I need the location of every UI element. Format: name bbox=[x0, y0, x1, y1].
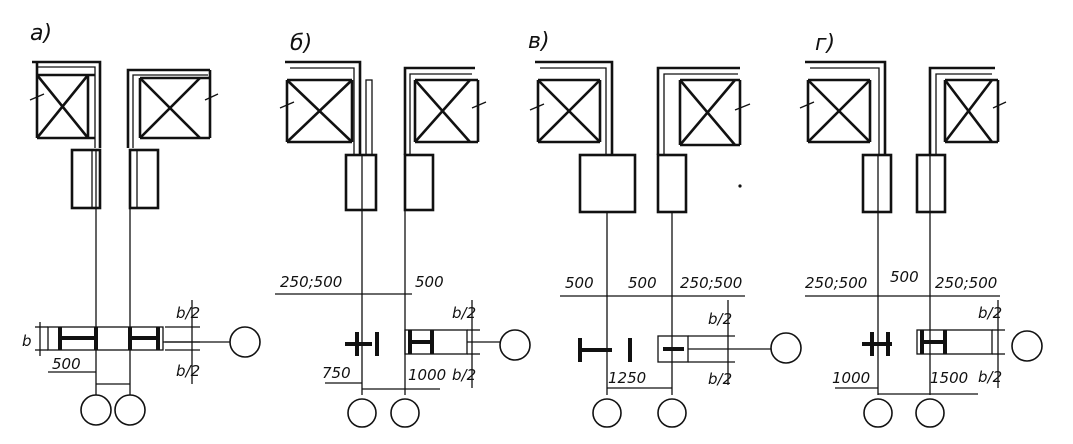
dim-bot-right-b: 1000 bbox=[408, 366, 446, 384]
axis-marker-mid-v bbox=[657, 398, 687, 428]
column-left-g bbox=[861, 153, 893, 214]
dim-b2-top-b: b/2 bbox=[452, 304, 476, 322]
axis-marker-right-g bbox=[1011, 330, 1043, 362]
axis-marker-left-v bbox=[592, 398, 622, 428]
column-left-v bbox=[578, 153, 637, 214]
dim-gap-left-g: 250;500 bbox=[805, 274, 867, 292]
column-left-b bbox=[344, 153, 378, 212]
plan-v bbox=[578, 335, 772, 363]
panel-a: а) bbox=[22, 21, 261, 426]
axis-marker-mid-a bbox=[114, 394, 146, 426]
panel-g: г) bbox=[799, 31, 1043, 428]
axis-marker-left-a bbox=[80, 394, 112, 426]
panel-label-v: в) bbox=[528, 29, 550, 54]
axis-marker-right-v bbox=[770, 332, 802, 364]
axis-marker-left-g bbox=[863, 398, 893, 428]
dim-gap-right-g: 250;500 bbox=[935, 274, 997, 292]
plan-g bbox=[862, 329, 993, 356]
axis-marker-left-b bbox=[347, 398, 377, 428]
truss-left-a bbox=[29, 60, 102, 148]
column-right-g bbox=[915, 153, 947, 214]
dim-b2-top-v: b/2 bbox=[708, 310, 732, 328]
dim-gap-left-v: 500 bbox=[565, 274, 594, 292]
truss-left-v bbox=[529, 60, 614, 155]
truss-left-g bbox=[799, 60, 887, 155]
stray-dot bbox=[738, 184, 742, 188]
dim-b-a: b bbox=[22, 332, 32, 350]
panel-label-b: б) bbox=[290, 31, 312, 56]
truss-left-b bbox=[279, 60, 373, 156]
dim-bot-left-v: 1250 bbox=[608, 369, 646, 387]
truss-right-g bbox=[928, 66, 1007, 155]
panel-v: в) bbox=[528, 29, 802, 428]
dim-gap-mid-b: 500 bbox=[415, 273, 444, 291]
dim-gap-mid-g: 500 bbox=[890, 268, 919, 286]
dim-b2-top-g: b/2 bbox=[978, 304, 1002, 322]
axis-marker-right-a bbox=[229, 326, 261, 358]
column-right-b bbox=[403, 153, 435, 212]
dim-gap-mid-v: 500 bbox=[628, 274, 657, 292]
column-left-a bbox=[70, 148, 102, 210]
dim-b2-bot-g: b/2 bbox=[978, 368, 1002, 386]
dim-b2-bot-v: b/2 bbox=[708, 370, 732, 388]
dim-gap-right-v: 250;500 bbox=[680, 274, 742, 292]
column-right-v bbox=[656, 153, 688, 214]
dim-b2-top-a: b/2 bbox=[176, 304, 200, 322]
dim-bot-right-g: 1500 bbox=[930, 369, 968, 387]
panel-label-a: а) bbox=[30, 21, 52, 46]
axis-marker-mid-b bbox=[390, 398, 420, 428]
truss-right-a bbox=[126, 68, 219, 148]
plan-a bbox=[47, 326, 232, 351]
dim-gap-left-b: 250;500 bbox=[280, 273, 342, 291]
column-right-a bbox=[128, 148, 160, 210]
dim-bot-left-a: 500 bbox=[52, 355, 81, 373]
axis-marker-mid-g bbox=[915, 398, 945, 428]
truss-right-v bbox=[656, 66, 751, 155]
truss-right-b bbox=[403, 66, 487, 155]
panel-label-g: г) bbox=[815, 31, 835, 56]
dim-b2-bot-b: b/2 bbox=[452, 366, 476, 384]
dim-b2-bot-a: b/2 bbox=[176, 362, 200, 380]
axis-marker-right-b bbox=[499, 329, 531, 361]
dim-bot-left-b: 750 bbox=[322, 364, 351, 382]
dim-bot-left-g: 1000 bbox=[832, 369, 870, 387]
panel-b: б) bbox=[275, 31, 531, 428]
plan-b bbox=[345, 329, 500, 356]
